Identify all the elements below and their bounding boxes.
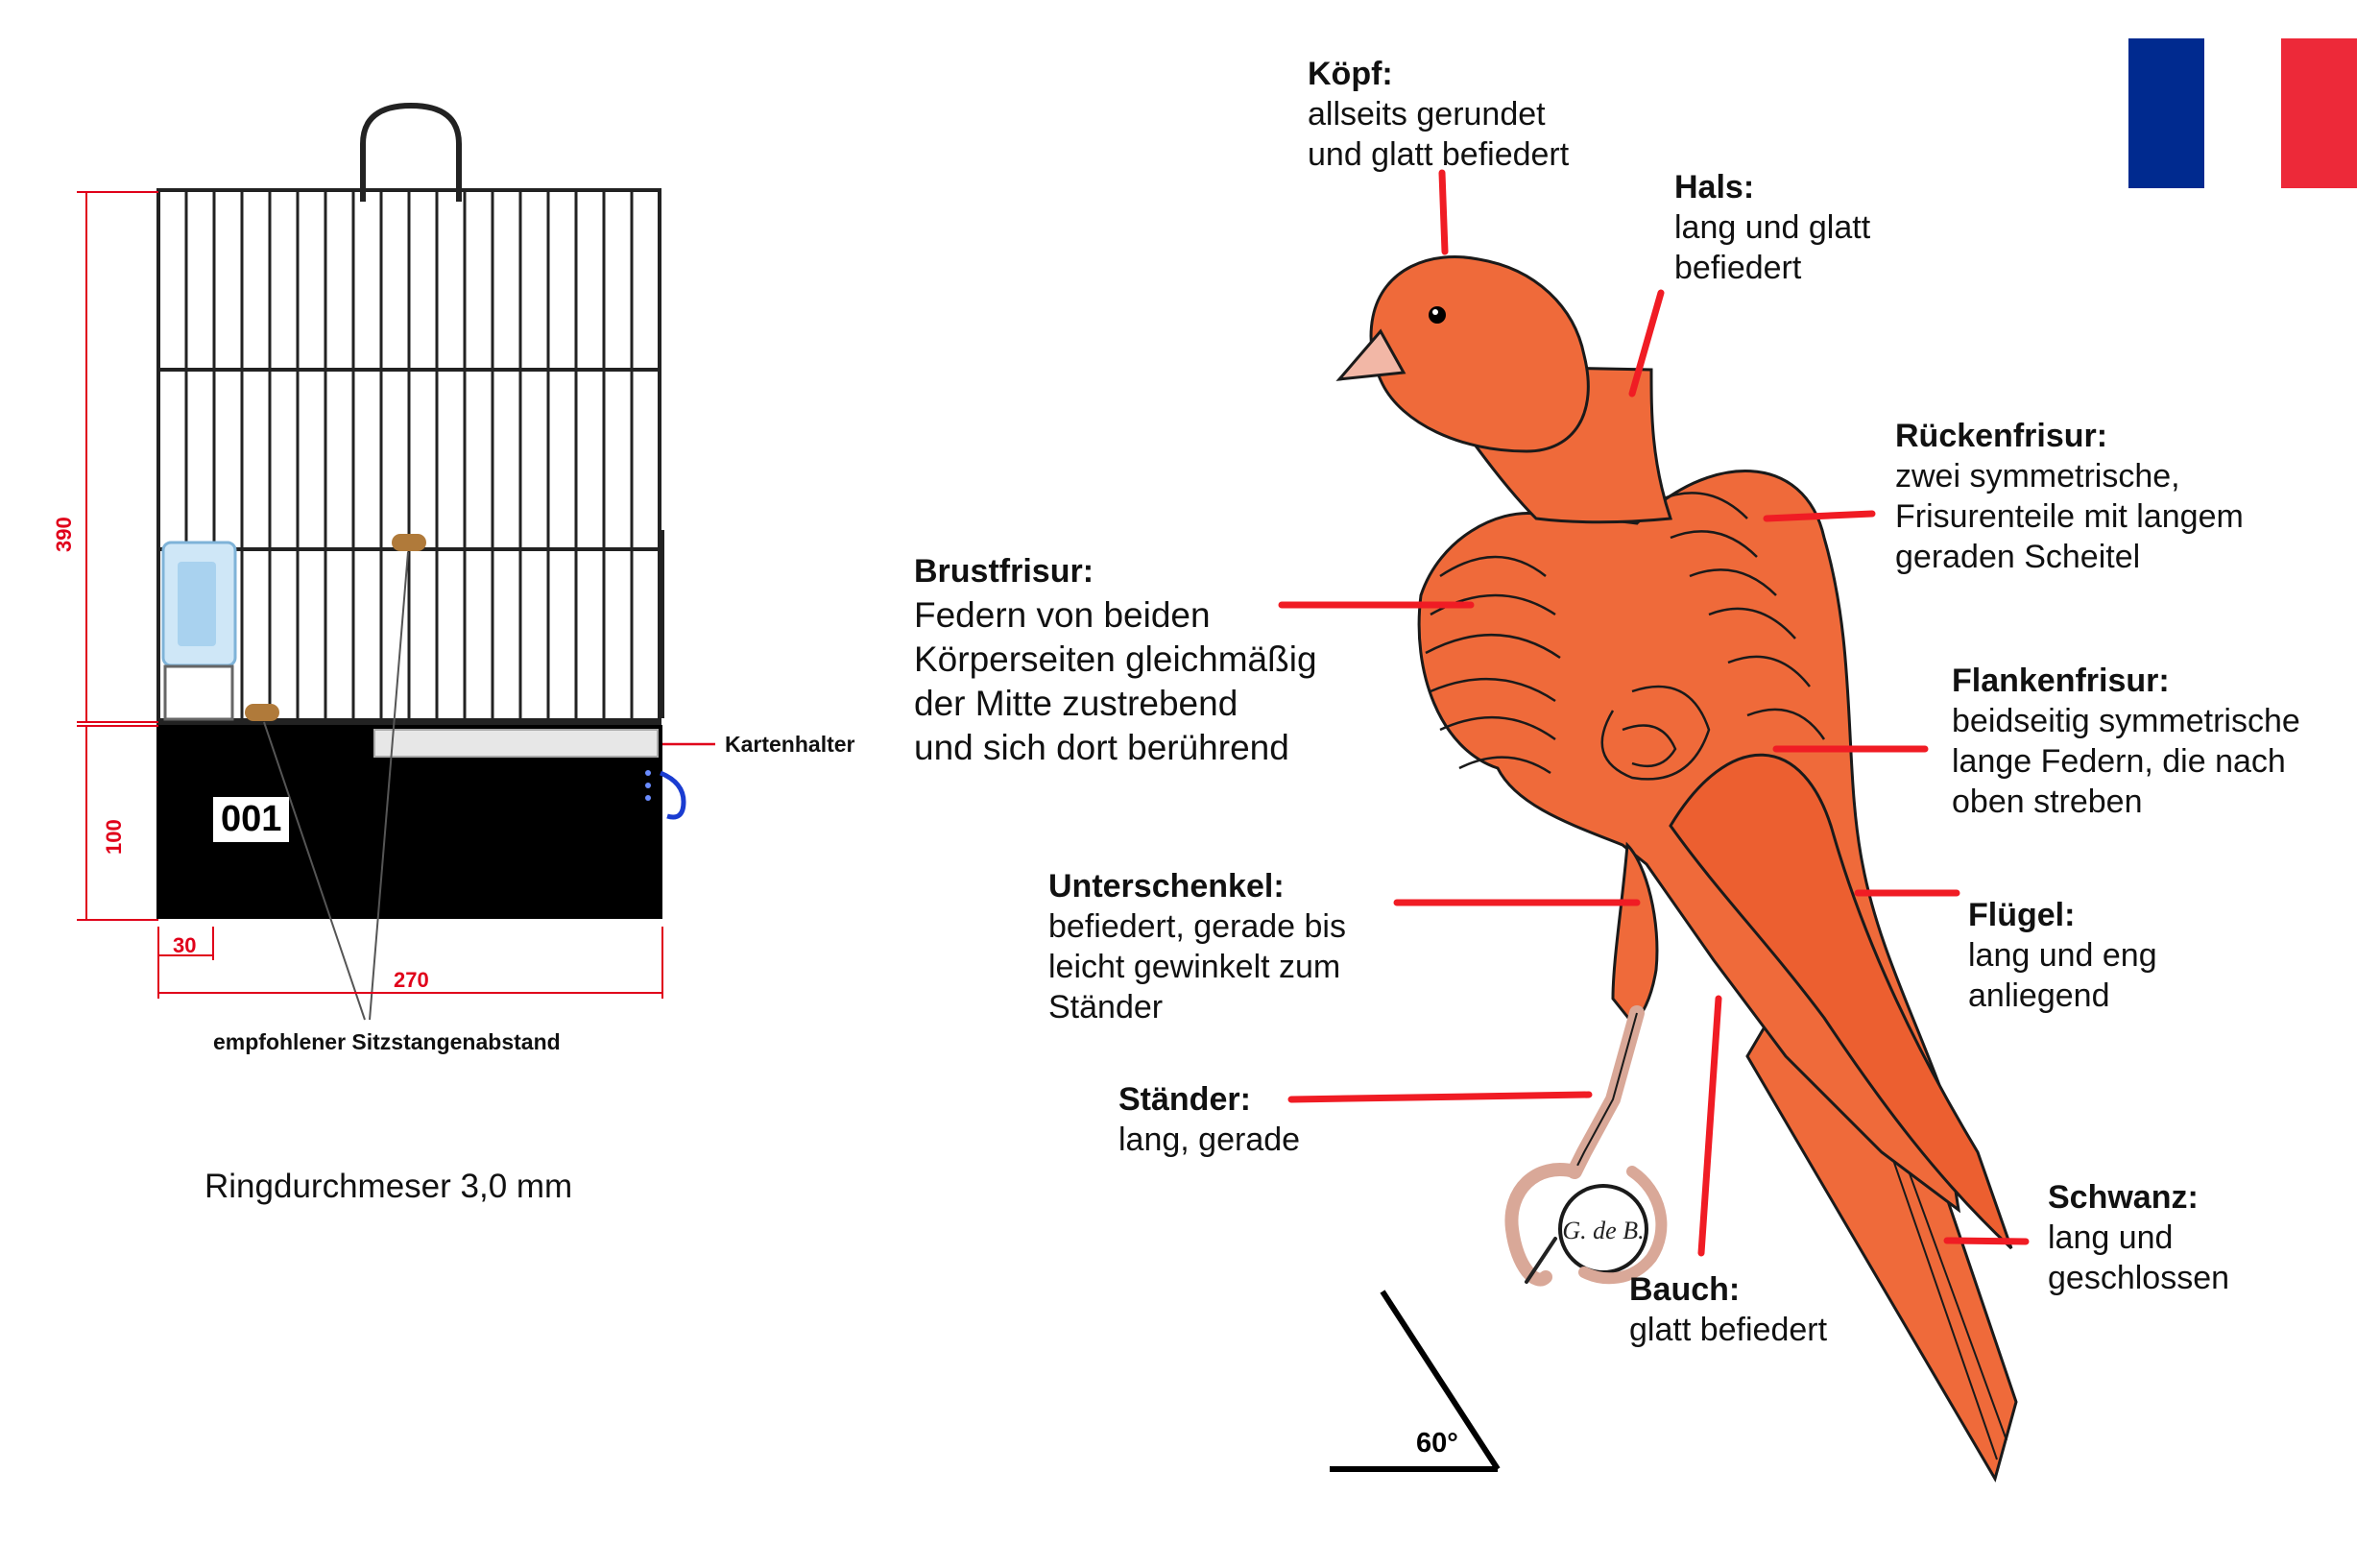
label-unterschenkel-line: Ständer: [1048, 987, 1346, 1027]
label-flanken-title: Flankenfrisur:: [1952, 661, 2300, 701]
cage-offset-dimension: 30: [173, 933, 196, 958]
bird-head: [1371, 257, 1588, 452]
label-brust-line: der Mitte zustrebend: [914, 682, 1317, 726]
label-flanken: Flankenfrisur: beidseitig symmetrische l…: [1952, 661, 2300, 822]
ring-diameter-note: Ringdurchmeser 3,0 mm: [204, 1168, 572, 1206]
label-flanken-line: beidseitig symmetrische: [1952, 701, 2300, 741]
feeder: [165, 666, 232, 719]
label-schwanz-line: geschlossen: [2048, 1258, 2229, 1298]
label-fluegel-title: Flügel:: [1968, 895, 2157, 935]
cage-base-height-dimension: 100: [102, 819, 127, 855]
label-ruecken-line: Frisurenteile mit langem: [1895, 496, 2244, 537]
label-bauch: Bauch: glatt befiedert: [1629, 1269, 1827, 1350]
label-schwanz-line: lang und: [2048, 1218, 2229, 1258]
french-flag: [2128, 38, 2357, 188]
bird-eye: [1429, 306, 1446, 324]
pointer-bauch: [1701, 999, 1719, 1253]
label-ruecken: Rückenfrisur: zwei symmetrische, Frisure…: [1895, 416, 2244, 577]
label-brust-line: Federn von beiden: [914, 593, 1317, 638]
label-fluegel: Flügel: lang und eng anliegend: [1968, 895, 2157, 1016]
door-clip: [661, 773, 684, 817]
label-staender-line: lang, gerade: [1118, 1120, 1300, 1160]
label-brust-title: Brustfrisur:: [914, 549, 1317, 593]
label-ruecken-line: geraden Scheitel: [1895, 537, 2244, 577]
card-holder-label: Kartenhalter: [725, 732, 854, 758]
label-unterschenkel: Unterschenkel: befiedert, gerade bis lei…: [1048, 866, 1346, 1027]
label-bauch-line: glatt befiedert: [1629, 1310, 1827, 1350]
label-brust-line: Körperseiten gleichmäßig: [914, 638, 1317, 682]
label-brust-line: und sich dort berührend: [914, 726, 1317, 770]
cage-number: 001: [213, 797, 289, 842]
pointer-staender: [1291, 1095, 1589, 1099]
label-flanken-line: oben streben: [1952, 782, 2300, 822]
label-ruecken-line: zwei symmetrische,: [1895, 456, 2244, 496]
cage-drawing: [77, 106, 715, 1020]
label-schwanz-title: Schwanz:: [2048, 1177, 2229, 1218]
label-kopf-line: und glatt befiedert: [1308, 134, 1569, 175]
pointer-schwanz: [1947, 1241, 2026, 1242]
label-unterschenkel-title: Unterschenkel:: [1048, 866, 1346, 906]
cage-handle: [363, 106, 459, 202]
artist-signature: G. de B.: [1562, 1217, 1644, 1244]
label-fluegel-line: anliegend: [1968, 976, 2157, 1016]
label-unterschenkel-line: leicht gewinkelt zum: [1048, 947, 1346, 987]
label-hals-line: lang und glatt: [1674, 207, 1870, 248]
label-flanken-line: lange Federn, die nach: [1952, 741, 2300, 782]
label-staender-title: Ständer:: [1118, 1079, 1300, 1120]
label-unterschenkel-line: befiedert, gerade bis: [1048, 906, 1346, 947]
label-bauch-title: Bauch:: [1629, 1269, 1827, 1310]
label-staender: Ständer: lang, gerade: [1118, 1079, 1300, 1160]
label-kopf: Köpf: allseits gerundet und glatt befied…: [1308, 54, 1569, 175]
cage-bars: [186, 190, 632, 722]
angle-label: 60°: [1416, 1428, 1458, 1459]
cage-height-dimension: 390: [52, 517, 77, 552]
label-kopf-title: Köpf:: [1308, 54, 1569, 94]
pointer-kopf: [1442, 173, 1445, 252]
label-schwanz: Schwanz: lang und geschlossen: [2048, 1177, 2229, 1298]
perch-upper: [392, 534, 426, 551]
label-brust: Brustfrisur: Federn von beiden Körpersei…: [914, 549, 1317, 770]
label-hals-title: Hals:: [1674, 167, 1870, 207]
cage-width-dimension: 270: [394, 968, 429, 993]
label-ruecken-title: Rückenfrisur:: [1895, 416, 2244, 456]
label-hals-line: befiedert: [1674, 248, 1870, 288]
pointer-ruecken: [1767, 514, 1872, 519]
label-fluegel-line: lang und eng: [1968, 935, 2157, 976]
perch-distance-note: empfohlener Sitzstangenabstand: [213, 1029, 561, 1055]
label-kopf-line: allseits gerundet: [1308, 94, 1569, 134]
angle-indicator: [1330, 1291, 1498, 1469]
perch-lower: [245, 704, 279, 721]
card-holder: [374, 730, 658, 757]
label-hals: Hals: lang und glatt befiedert: [1674, 167, 1870, 288]
